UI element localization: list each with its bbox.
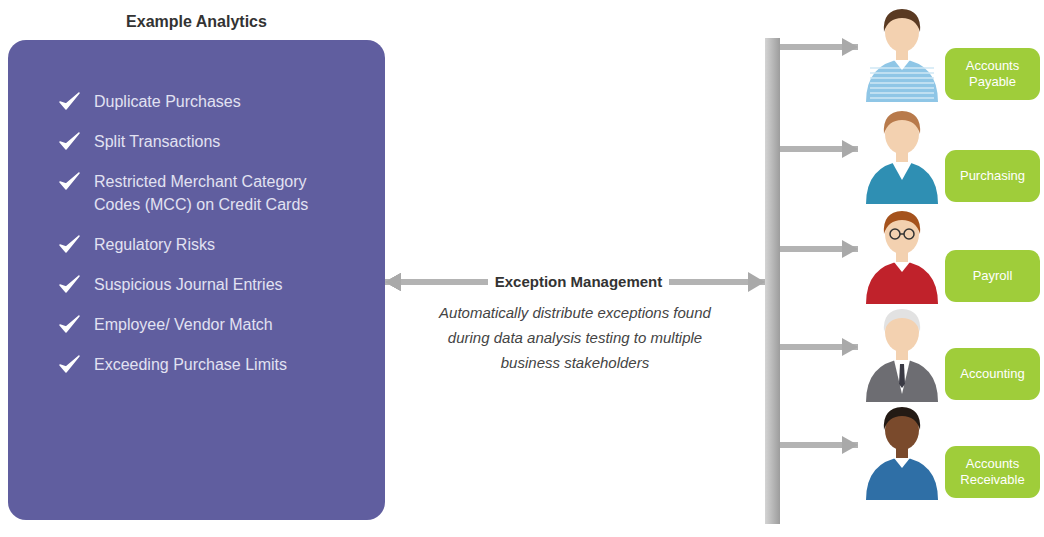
stakeholder-node: Accounting xyxy=(858,302,1040,402)
person-icon xyxy=(862,400,942,500)
check-mark xyxy=(58,171,80,191)
check-mark xyxy=(58,234,80,254)
role-label: Accounts Payable xyxy=(950,58,1035,90)
person-icon xyxy=(862,2,942,102)
role-label-box: Accounts Payable xyxy=(945,48,1040,100)
analytic-item: Regulatory Risks xyxy=(94,233,309,256)
trunk-arrowhead xyxy=(748,272,765,292)
person-icon xyxy=(862,204,942,304)
role-label-box: Payroll xyxy=(945,250,1040,302)
panel-title: Example Analytics xyxy=(8,4,385,40)
role-label: Accounts Receivable xyxy=(950,456,1035,488)
analytic-item: Employee/ Vendor Match xyxy=(94,313,309,336)
check-mark xyxy=(58,91,80,111)
stakeholder-node: Accounts Receivable xyxy=(858,400,1040,500)
distribution-arrow xyxy=(385,47,858,282)
check-item: Split Transactions xyxy=(58,130,369,153)
check-item: Duplicate Purchases xyxy=(58,90,369,113)
check-mark xyxy=(58,131,80,151)
analytic-item: Duplicate Purchases xyxy=(94,90,309,113)
check-item: Regulatory Risks xyxy=(58,233,369,256)
person-icon xyxy=(862,104,942,204)
stakeholder-node: Payroll xyxy=(858,204,1040,304)
role-label-box: Accounting xyxy=(945,348,1040,400)
check-item: Restricted Merchant Category Codes (MCC)… xyxy=(58,170,369,216)
check-mark xyxy=(58,354,80,374)
vertical-bar xyxy=(765,38,780,524)
check-mark xyxy=(58,314,80,334)
role-label-box: Purchasing xyxy=(945,150,1040,202)
analytic-item: Suspicious Journal Entries xyxy=(94,273,309,296)
analytic-item: Split Transactions xyxy=(94,130,309,153)
distribution-arrow xyxy=(385,149,858,282)
analytic-item: Restricted Merchant Category Codes (MCC)… xyxy=(94,170,309,216)
note-text: Automatically distribute exceptions foun… xyxy=(430,300,720,375)
check-item: Suspicious Journal Entries xyxy=(58,273,369,296)
distribution-arrow xyxy=(385,282,858,445)
person-icon xyxy=(862,302,942,402)
check-mark xyxy=(58,274,80,294)
stakeholder-node: Accounts Payable xyxy=(858,2,1040,102)
check-item: Employee/ Vendor Match xyxy=(58,313,369,336)
role-label: Accounting xyxy=(960,366,1024,382)
stakeholder-node: Purchasing xyxy=(858,104,1040,204)
role-label-box: Accounts Receivable xyxy=(945,446,1040,498)
analytic-item: Exceeding Purchase Limits xyxy=(94,353,309,376)
edge-label: Exception Management xyxy=(488,272,670,292)
role-label: Payroll xyxy=(973,268,1013,284)
panel-box: Duplicate PurchasesSplit TransactionsRes… xyxy=(8,40,385,520)
analytics-panel: Example AnalyticsDuplicate PurchasesSpli… xyxy=(8,4,385,520)
check-item: Exceeding Purchase Limits xyxy=(58,353,369,376)
role-label: Purchasing xyxy=(960,168,1025,184)
